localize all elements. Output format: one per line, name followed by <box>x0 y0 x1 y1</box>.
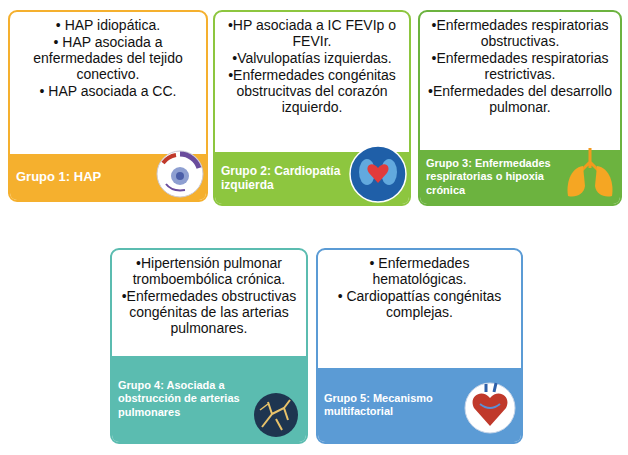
group-title: Grupo 4: Asociada a obstrucción de arter… <box>118 379 243 419</box>
bullet-item: •Hipertensión pulmonar tromboembólica cr… <box>120 255 298 287</box>
bullet-item: •Valvulopatías izquierdas. <box>223 50 401 66</box>
card-body: •Enfermedades respiratorias obstructivas… <box>420 12 620 150</box>
bullet-item: •Enfermedades congénitas obstrucitvas de… <box>223 67 401 115</box>
bullet-item: • HAP asociada a enfermedades del tejido… <box>18 34 198 82</box>
bullet-item: •Enfermedades del desarrollo pulmonar. <box>428 83 612 115</box>
bullet-item: •Enfermedades respiratorias restrictivas… <box>428 50 612 82</box>
heart-icon <box>465 383 515 433</box>
bullet-item: •Enfermedades obstructivas congénitas de… <box>120 288 298 336</box>
card-body: • Enfermedades hematológicas.• Cardiopat… <box>318 250 521 368</box>
group-title: Grupo 2: Cardiopatía izquierda <box>221 164 351 193</box>
group-title: Grupo 5: Mecanismo multifactorial <box>324 392 454 418</box>
lungs-icon <box>568 148 613 197</box>
group-title: Grupo 3: Enfermedades respiratorias o hi… <box>426 157 576 197</box>
hap-icon <box>157 151 203 197</box>
card-body: • HAP idiopática.• HAP asociada a enferm… <box>10 12 206 154</box>
card-body: •Hipertensión pulmonar tromboembólica cr… <box>112 250 306 356</box>
heart-lungs-icon <box>350 146 406 202</box>
bullet-item: • Cardiopattías congénitas complejas. <box>326 288 513 320</box>
bullet-item: •HP asociada a IC FEVIp o FEVIr. <box>223 17 401 49</box>
group-title: Grupo 1: HAP <box>16 169 101 185</box>
card-body: •HP asociada a IC FEVIp o FEVIr.•Valvulo… <box>215 12 409 152</box>
bullet-item: • Enfermedades hematológicas. <box>326 255 513 287</box>
bullet-item: • HAP asociada a CC. <box>18 83 198 99</box>
pulmonary-arteries-icon <box>254 393 298 437</box>
bullet-item: •Enfermedades respiratorias obstructivas… <box>428 17 612 49</box>
bullet-item: • HAP idiopática. <box>18 17 198 33</box>
group-card: •Enfermedades respiratorias obstructivas… <box>418 10 622 206</box>
